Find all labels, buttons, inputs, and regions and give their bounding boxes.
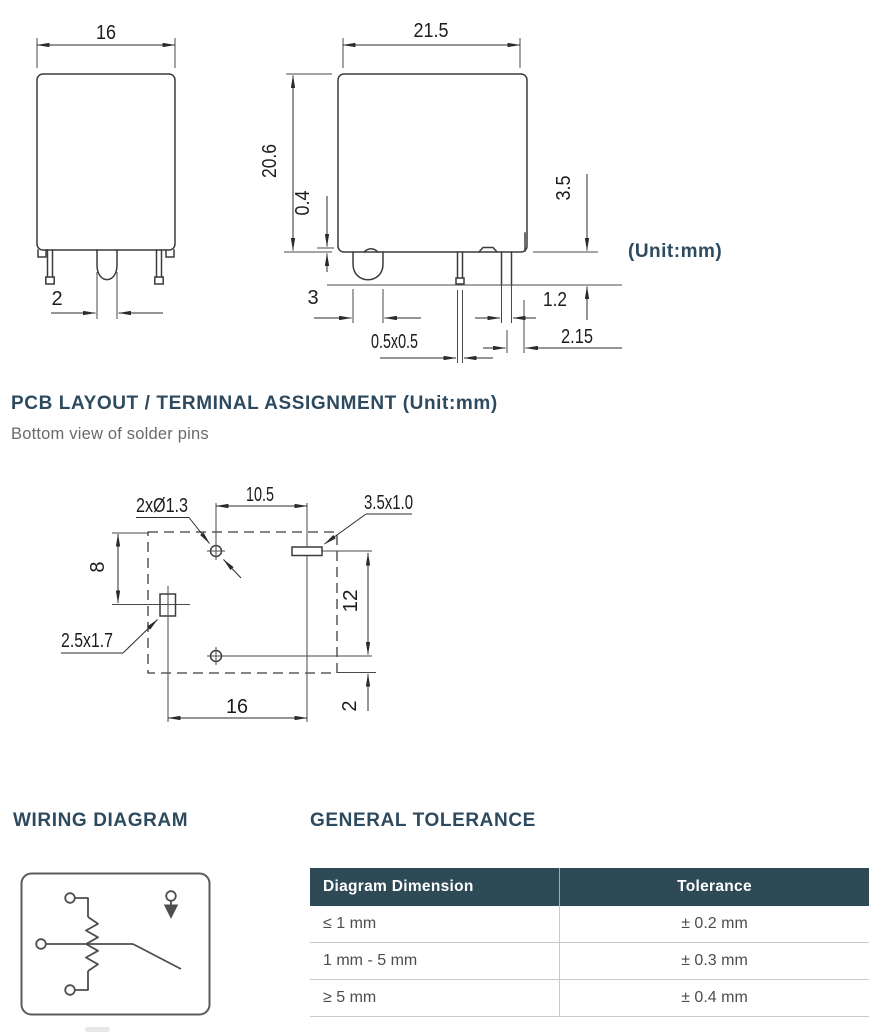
tolerance-cell: ± 0.3 mm: [559, 942, 869, 980]
dimension-cell: 1 mm - 5 mm: [310, 942, 560, 980]
terminal-no-contact: [165, 890, 177, 902]
pcb-dim-bottom: 16: [226, 696, 248, 718]
front-view-outline: [36, 73, 176, 285]
side-coil-pin-dim: 3: [307, 287, 318, 309]
pcb-dim-edge: 2: [339, 700, 361, 711]
unit-note: (Unit:mm): [628, 241, 722, 262]
table-row: ≤ 1 mm ± 0.2 mm: [310, 906, 869, 943]
side-standoff-dim: 0.4: [292, 191, 314, 216]
pcb-dimension-lines: [115, 503, 371, 721]
wiring-box: [20, 872, 211, 1016]
outline-drawings: 16 2 21.5 20.6 0.4 3.5 3 0.5x0.5 1.2 2.1…: [36, 20, 722, 363]
terminal-common: [35, 938, 47, 950]
side-pin-spacing-dim: 2.15: [561, 326, 593, 348]
tolerance-header-row: Diagram Dimension Tolerance: [310, 868, 869, 906]
side-width-dim: 21.5: [414, 20, 449, 42]
side-height-dim: 20.6: [259, 144, 281, 178]
tolerance-cell: ± 0.4 mm: [559, 979, 869, 1017]
pcb-layout-drawing: 2xØ1.3 10.5 3.5x1.0 8 12 2.5x1.7 16 2: [61, 484, 413, 722]
pcb-outline: [147, 531, 338, 674]
col-header-dimension: Diagram Dimension: [310, 868, 560, 906]
tolerance-table: Diagram Dimension Tolerance ≤ 1 mm ± 0.2…: [310, 868, 869, 1017]
terminal-coil-top: [64, 892, 76, 904]
pcb-leader-lines: [61, 513, 412, 654]
pcb-pad-label: 2.5x1.7: [61, 630, 113, 652]
tolerance-heading: GENERAL TOLERANCE: [310, 810, 536, 831]
cutoff-artifact: [85, 1027, 110, 1032]
extension-lines: [36, 38, 622, 363]
dimension-cell: ≥ 5 mm: [310, 979, 560, 1017]
wiring-diagram: [20, 872, 211, 1016]
table-row: 1 mm - 5 mm ± 0.3 mm: [310, 942, 869, 980]
terminal-coil-bottom: [64, 984, 76, 996]
front-center-pin-dim: 2: [51, 288, 62, 310]
side-pin-length-dim: 3.5: [553, 176, 575, 201]
dimension-cell: ≤ 1 mm: [310, 906, 560, 943]
pcb-subtitle: Bottom view of solder pins: [11, 425, 209, 443]
tolerance-cell: ± 0.2 mm: [559, 906, 869, 943]
dimension-lines: [36, 42, 622, 361]
pcb-slot-label: 3.5x1.0: [364, 492, 413, 514]
side-view-outline: [337, 73, 528, 286]
side-pin-width-dim: 1.2: [543, 289, 567, 311]
pcb-dim-right: 12: [340, 590, 362, 613]
pcb-hole-label: 2xØ1.3: [136, 495, 188, 517]
pin-slot: [291, 546, 323, 557]
side-pin-section-dim: 0.5x0.5: [371, 331, 418, 353]
wiring-heading: WIRING DIAGRAM: [13, 810, 189, 831]
table-row: ≥ 5 mm ± 0.4 mm: [310, 979, 869, 1017]
pcb-extension-lines: [112, 503, 376, 722]
pcb-dim-top: 10.5: [246, 484, 274, 506]
pcb-section-heading: PCB LAYOUT / TERMINAL ASSIGNMENT (Unit:m…: [11, 393, 498, 414]
pcb-dim-left: 8: [87, 561, 109, 572]
front-width-dim: 16: [96, 22, 116, 44]
contact-symbol: [45, 900, 182, 970]
col-header-tolerance: Tolerance: [559, 868, 869, 906]
